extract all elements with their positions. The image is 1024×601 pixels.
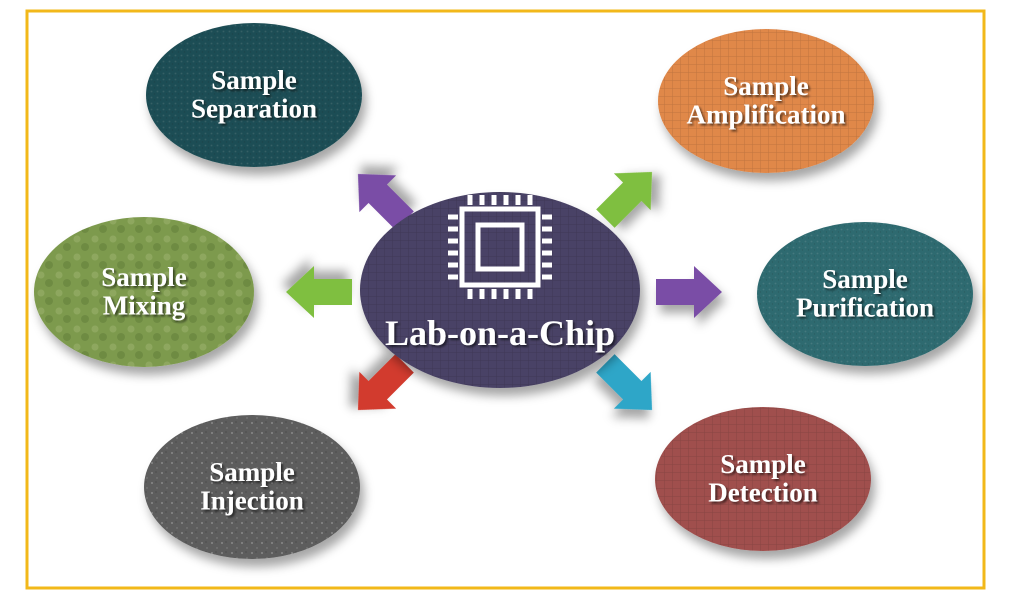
arrow-to-amplification: [596, 171, 653, 228]
chip-pin: [542, 214, 552, 220]
chip-body: [459, 206, 541, 288]
node-label-line: Injection: [200, 485, 304, 515]
center-texture: [360, 192, 640, 388]
node-texture-injection: [144, 415, 360, 559]
chip-pin: [479, 289, 485, 299]
chip-pin: [491, 289, 497, 299]
node-texture-mixing: [34, 217, 254, 367]
chip-pin: [542, 226, 552, 232]
arrow-to-separation: [357, 173, 414, 230]
chip-pin: [542, 262, 552, 268]
node-label-line: Sample: [720, 449, 806, 479]
chip-pin: [467, 289, 473, 299]
chip-pin: [448, 214, 458, 220]
chip-pin: [448, 274, 458, 280]
chip-pin: [491, 195, 497, 205]
arrow-to-purification: [656, 266, 722, 318]
chip-pin: [542, 274, 552, 280]
node-label-line: Sample: [822, 264, 908, 294]
chip-pin: [515, 195, 521, 205]
node-texture-amplification: [658, 29, 874, 173]
node-label-line: Detection: [708, 477, 817, 507]
chip-pin: [503, 289, 509, 299]
chip-pin: [448, 262, 458, 268]
node-label-line: Sample: [723, 71, 809, 101]
node-label-line: Purification: [796, 292, 934, 322]
chip-pin: [542, 250, 552, 256]
chip-pin: [542, 238, 552, 244]
chip-pin: [448, 238, 458, 244]
chip-pin: [448, 226, 458, 232]
node-label-line: Sample: [101, 262, 187, 292]
center-node: Lab-on-a-Chip: [360, 192, 640, 388]
arrow-to-detection: [596, 354, 653, 411]
arrow-to-mixing: [286, 266, 352, 318]
chip-pin: [448, 250, 458, 256]
chip-core: [475, 222, 525, 272]
chip-pin: [479, 195, 485, 205]
node-label-line: Sample: [211, 65, 297, 95]
chip-pin: [503, 195, 509, 205]
node-label-line: Mixing: [103, 290, 186, 320]
chip-pin: [527, 195, 533, 205]
node-texture-purification: [757, 222, 973, 366]
node-texture-separation: [146, 23, 362, 167]
chip-pin: [515, 289, 521, 299]
arrow-to-injection: [357, 354, 414, 411]
arrow-layer: [286, 171, 722, 411]
microchip-icon: [448, 195, 552, 299]
node-label-line: Amplification: [687, 99, 846, 129]
center-label: Lab-on-a-Chip: [385, 313, 615, 353]
chip-pin: [527, 289, 533, 299]
node-label-line: Separation: [191, 93, 317, 123]
node-label-line: Sample: [209, 457, 295, 487]
node-texture-detection: [655, 407, 871, 551]
chip-pin: [467, 195, 473, 205]
